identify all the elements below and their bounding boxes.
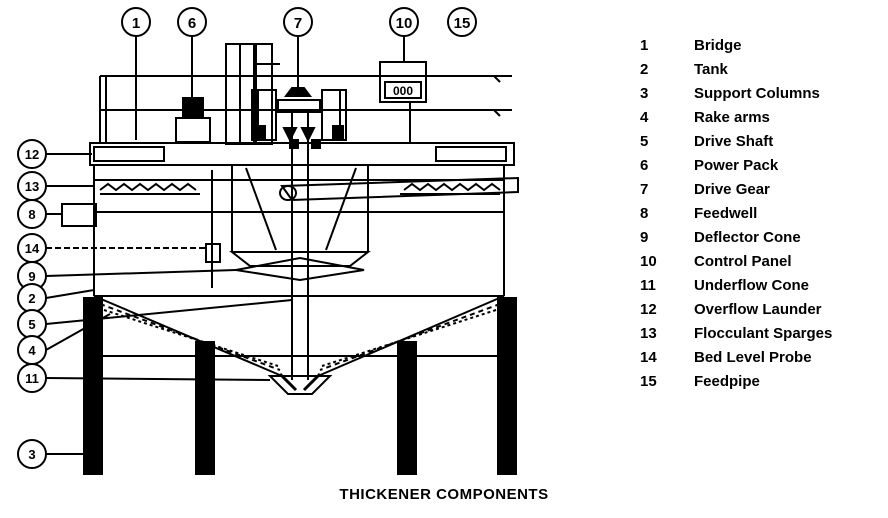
callout-label: 15	[454, 15, 471, 32]
left-callouts: 12 13 8 14 9 2	[17, 139, 293, 469]
legend-number: 6	[640, 157, 649, 174]
legend-label: Bridge	[694, 37, 742, 54]
legend-row: 12 Overflow Launder	[640, 298, 888, 322]
legend-number: 11	[640, 277, 656, 294]
callout-label: 12	[25, 147, 39, 162]
callout-label: 1	[132, 15, 140, 32]
legend-number: 7	[640, 181, 649, 198]
legend-row: 8 Feedwell	[640, 202, 888, 226]
legend-number: 2	[640, 61, 649, 78]
callout-label: 2	[28, 291, 35, 306]
legend-row: 14 Bed Level Probe	[640, 346, 888, 370]
control-panel-display: 000	[393, 84, 413, 98]
legend-label: Feedpipe	[694, 373, 760, 390]
callout-11: 11	[17, 363, 271, 393]
callout-7: 7	[283, 7, 313, 88]
thickener-diagram: 1 6 7 10 15	[17, 7, 519, 475]
legend-row: 9 Deflector Cone	[640, 226, 888, 250]
callout-14: 14	[17, 233, 206, 263]
feedpipe	[279, 176, 519, 202]
callout-4: 4	[17, 313, 111, 365]
callout-label: 7	[294, 15, 302, 32]
legend-label: Bed Level Probe	[694, 349, 812, 366]
legend-label: Power Pack	[694, 157, 779, 174]
legend-row: 6 Power Pack	[640, 154, 888, 178]
legend-label: Underflow Cone	[694, 277, 809, 294]
control-panel: 000	[379, 61, 427, 143]
legend-number: 9	[640, 229, 649, 246]
legend-number: 4	[640, 109, 649, 126]
legend-number: 5	[640, 133, 649, 150]
support-columns	[83, 297, 517, 475]
components-legend: 1 Bridge 2 Tank 3 Support Columns 4 Rake arm…	[640, 34, 888, 394]
diagram-caption: THICKENER COMPONENTS	[339, 486, 549, 503]
legend-number: 13	[640, 325, 657, 342]
power-pack	[175, 97, 211, 143]
underflow-cone	[267, 372, 333, 395]
callout-label: 11	[25, 371, 39, 386]
legend-row: 5 Drive Shaft	[640, 130, 888, 154]
legend-label: Feedwell	[694, 205, 758, 222]
callout-label: 14	[25, 241, 40, 256]
callout-6: 6	[177, 7, 207, 100]
callout-1: 1	[121, 7, 151, 140]
callout-label: 9	[28, 269, 35, 284]
legend-label: Support Columns	[694, 85, 820, 102]
deflector-cone	[235, 256, 365, 282]
callout-9: 9	[17, 261, 237, 291]
legend-label: Control Panel	[694, 253, 792, 270]
callout-label: 3	[28, 447, 35, 462]
callout-label: 13	[25, 179, 39, 194]
callout-8: 8	[17, 199, 97, 229]
callout-12: 12	[17, 139, 92, 169]
legend-number: 8	[640, 205, 649, 222]
callout-label: 5	[28, 317, 35, 332]
drive-gear-assembly	[225, 43, 347, 149]
legend-row: 3 Support Columns	[640, 82, 888, 106]
legend-number: 14	[640, 349, 657, 366]
legend-number: 3	[640, 85, 649, 102]
rake-arms	[93, 295, 505, 377]
legend-label: Tank	[694, 61, 728, 78]
legend-number: 10	[640, 253, 657, 270]
legend-row: 13 Flocculant Sparges	[640, 322, 888, 346]
legend-number: 12	[640, 301, 657, 318]
legend-row: 2 Tank	[640, 58, 888, 82]
legend-row: 1 Bridge	[640, 34, 888, 58]
callout-label: 10	[396, 15, 413, 32]
legend-label: Deflector Cone	[694, 229, 801, 246]
legend-label: Rake arms	[694, 109, 770, 126]
legend-label: Drive Gear	[694, 181, 770, 198]
top-callouts: 1 6 7 10 15	[121, 7, 477, 140]
bed-level-probe	[205, 170, 221, 288]
callout-2: 2	[17, 283, 95, 313]
callout-15: 15	[447, 7, 477, 37]
callout-5: 5	[17, 299, 293, 339]
legend-row: 7 Drive Gear	[640, 178, 888, 202]
callout-3: 3	[17, 439, 84, 469]
drive-shaft	[291, 112, 309, 380]
legend-row: 15 Feedpipe	[640, 370, 888, 394]
callout-10: 10	[389, 7, 419, 62]
feedwell	[229, 165, 371, 267]
legend-number: 1	[640, 37, 649, 54]
callout-label: 4	[28, 343, 36, 358]
callout-13: 13	[17, 171, 94, 201]
callout-label: 6	[188, 15, 196, 32]
legend-label: Drive Shaft	[694, 133, 774, 150]
legend-row: 4 Rake arms	[640, 106, 888, 130]
callout-label: 8	[28, 207, 35, 222]
legend-row: 10 Control Panel	[640, 250, 888, 274]
legend-label: Flocculant Sparges	[694, 325, 833, 342]
legend-label: Overflow Launder	[694, 301, 822, 318]
legend-row: 11 Underflow Cone	[640, 274, 888, 298]
legend-number: 15	[640, 373, 657, 390]
